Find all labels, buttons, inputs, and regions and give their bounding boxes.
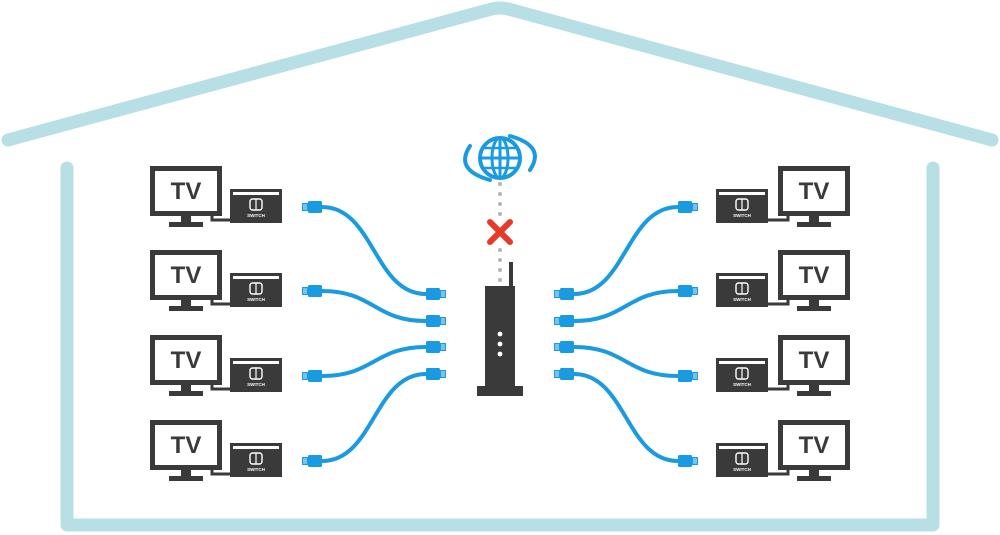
link-dot xyxy=(498,212,502,216)
console-label: SWITCH xyxy=(247,297,265,302)
ethernet-connector-icon xyxy=(678,201,698,213)
station-left-1: TV SWITCH xyxy=(150,166,282,227)
console-label: SWITCH xyxy=(247,382,265,387)
console-label: SWITCH xyxy=(733,382,751,387)
link-dot xyxy=(498,268,502,272)
router-base xyxy=(477,386,523,396)
console-icon: SWITCH xyxy=(716,273,768,307)
av-wire xyxy=(768,384,790,391)
station-right-2: TV SWITCH xyxy=(716,250,850,311)
connectors xyxy=(302,201,698,467)
link-dot xyxy=(498,182,502,186)
console-icon: SWITCH xyxy=(716,358,768,392)
ethernet-connector-icon xyxy=(678,370,698,382)
station-right-1: TV SWITCH xyxy=(716,166,850,227)
link-dot xyxy=(498,258,502,262)
ethernet-connector-icon xyxy=(426,315,446,327)
tv-icon: TV xyxy=(778,166,850,227)
house-roof xyxy=(1,1,999,147)
console-icon: SWITCH xyxy=(230,443,282,477)
ethernet-connector-icon xyxy=(302,201,322,213)
router-led xyxy=(497,341,503,347)
tv-icon: TV xyxy=(778,335,850,396)
console-label: SWITCH xyxy=(733,213,751,218)
stations: TV SWITCH TV SWITCH TV SWITCH TV SWITCH TV SWITCH… xyxy=(150,166,850,481)
console-label: SWITCH xyxy=(733,297,751,302)
link-dot xyxy=(498,278,502,282)
av-wire xyxy=(768,299,790,306)
console-icon: SWITCH xyxy=(230,189,282,223)
link-dot xyxy=(498,192,502,196)
av-wire xyxy=(210,299,230,306)
tv-icon: TV xyxy=(150,166,222,227)
ethernet-connector-icon xyxy=(554,341,574,353)
ethernet-connector-icon xyxy=(678,285,698,297)
ethernet-cable xyxy=(321,372,427,463)
ethernet-connector-icon xyxy=(426,341,446,353)
ethernet-connector-icon xyxy=(554,315,574,327)
ethernet-cable xyxy=(573,205,679,296)
ethernet-cable xyxy=(573,372,679,463)
ethernet-cable xyxy=(573,345,679,378)
tv-icon: TV xyxy=(778,420,850,481)
ethernet-connector-icon xyxy=(678,455,698,467)
cross-icon xyxy=(487,219,513,245)
console-icon: SWITCH xyxy=(716,443,768,477)
router-led xyxy=(497,331,503,337)
console-label: SWITCH xyxy=(247,213,265,218)
console-label: SWITCH xyxy=(733,467,751,472)
ethernet-cable xyxy=(321,205,427,296)
cables xyxy=(321,205,679,463)
av-wire xyxy=(210,469,230,476)
av-wire xyxy=(768,469,790,476)
station-left-2: TV SWITCH xyxy=(150,250,282,311)
link-dot xyxy=(498,248,502,252)
tv-label: TV xyxy=(799,432,830,459)
tv-icon: TV xyxy=(778,250,850,311)
ethernet-connector-icon xyxy=(302,370,322,382)
console-icon: SWITCH xyxy=(230,273,282,307)
station-right-3: TV SWITCH xyxy=(716,335,850,396)
ethernet-connector-icon xyxy=(554,288,574,300)
ethernet-cable xyxy=(321,289,427,323)
tv-label: TV xyxy=(799,347,830,374)
internet-link-dots xyxy=(498,182,502,282)
tv-icon: TV xyxy=(150,250,222,311)
router-antenna xyxy=(509,262,513,290)
tv-icon: TV xyxy=(150,420,222,481)
tv-icon: TV xyxy=(150,335,222,396)
av-wire xyxy=(210,384,230,391)
ethernet-connector-icon xyxy=(426,288,446,300)
ethernet-cable xyxy=(573,289,679,323)
console-icon: SWITCH xyxy=(716,189,768,223)
ethernet-connector-icon xyxy=(426,368,446,380)
console-label: SWITCH xyxy=(247,467,265,472)
ethernet-cable xyxy=(321,345,427,378)
tv-label: TV xyxy=(171,347,202,374)
tv-label: TV xyxy=(171,262,202,289)
tv-label: TV xyxy=(799,178,830,205)
station-left-4: TV SWITCH xyxy=(150,420,282,481)
av-wire xyxy=(768,215,790,222)
ethernet-connector-icon xyxy=(302,455,322,467)
tv-label: TV xyxy=(171,178,202,205)
av-wire xyxy=(210,215,230,222)
station-left-3: TV SWITCH xyxy=(150,335,282,396)
link-dot xyxy=(498,202,502,206)
tv-label: TV xyxy=(171,432,202,459)
router-icon xyxy=(477,262,523,396)
console-icon: SWITCH xyxy=(230,358,282,392)
house-walls xyxy=(60,161,940,532)
station-right-4: TV SWITCH xyxy=(716,420,850,481)
ethernet-connector-icon xyxy=(554,368,574,380)
router-led xyxy=(497,351,503,357)
tv-label: TV xyxy=(799,262,830,289)
ethernet-connector-icon xyxy=(302,285,322,297)
globe-icon xyxy=(463,134,537,182)
